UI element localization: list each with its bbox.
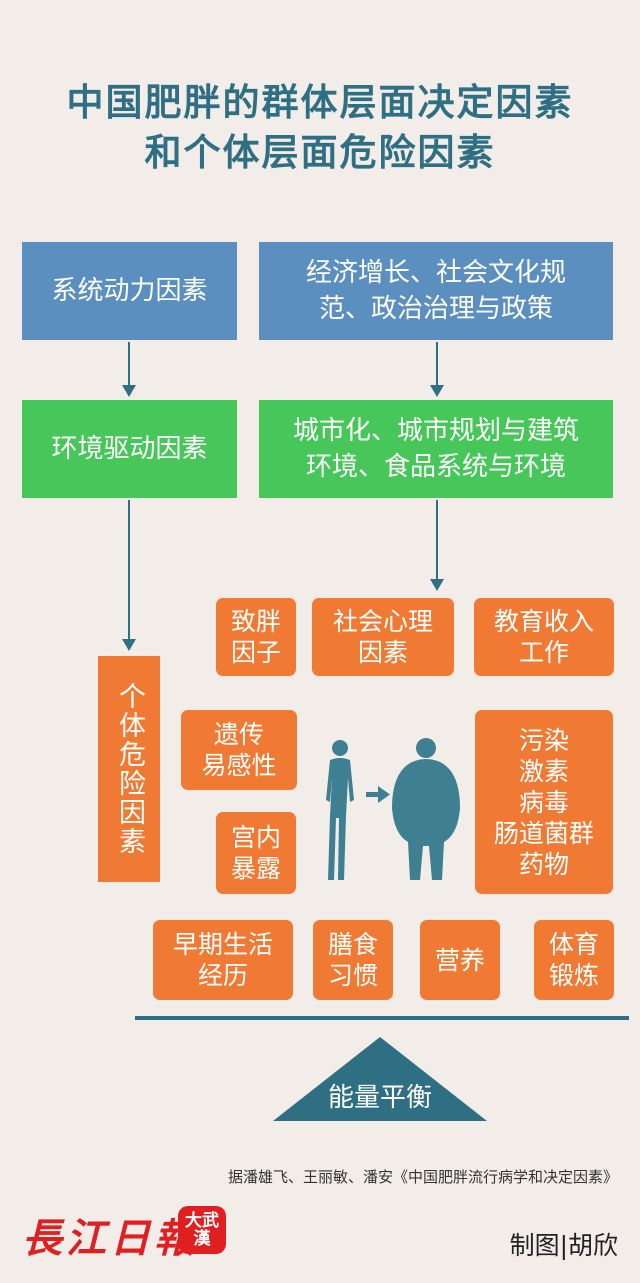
factor-genetic: 遗传 易感性 [181,710,297,790]
balance-beam [135,1016,629,1020]
factor-pollution-line-5: 药物 [518,849,569,879]
title-line-2: 和个体层面危险因素 [144,131,496,174]
systemic-detail-line-1: 经济增长、社会文化规 [305,258,566,288]
energy-balance-label: 能量平衡 [327,1083,432,1113]
factor-pollution-line-2: 激素 [518,756,569,786]
systemic-factor-label: 系统动力因素 [51,276,208,306]
factor-early-life: 早期生活 经历 [153,920,293,1000]
arrow-down-left-1 [122,342,136,397]
factor-uterine-line-1: 宫内 [230,823,281,852]
logo-badge-icon: 大武漢 [178,1206,226,1254]
factor-obesogen-line-1: 致胖 [230,607,281,636]
factor-obesogen: 致胖 因子 [216,598,296,676]
obese-person-icon [392,738,460,880]
factor-exercise-line-2: 锻炼 [548,961,599,990]
factor-pollution-line-4: 肠道菌群 [493,818,594,848]
factor-genetic-line-2: 易感性 [201,751,277,780]
factor-pollution-line-3: 病毒 [518,787,569,817]
newspaper-logo: 長江日報 [22,1215,198,1262]
factor-diet-line-1: 膳食 [327,930,378,959]
credit-text: 制图|胡欣 [509,1231,618,1260]
factor-pollution: 污染 激素 病毒 肠道菌群 药物 [475,710,613,894]
factor-education-line-1: 教育收入 [493,607,594,636]
environment-detail-line-2: 环境、食品系统与环境 [305,452,566,482]
factor-diet: 膳食 习惯 [313,920,393,1000]
factor-education: 教育收入 工作 [474,598,614,676]
factor-education-line-2: 工作 [518,638,569,667]
page-title: 中国肥胖的群体层面决定因素 和个体层面危险因素 [0,78,640,178]
factor-psychosocial-line-1: 社会心理 [332,607,433,636]
environment-detail-box: 城市化、城市规划与建筑 环境、食品系统与环境 [259,400,613,498]
systemic-detail-box: 经济增长、社会文化规 范、政治治理与政策 [259,242,613,340]
factor-exercise: 体育 锻炼 [534,920,614,1000]
arrow-down-right-2 [430,500,444,591]
factor-psychosocial-line-2: 因素 [357,638,408,667]
factor-early-life-line-1: 早期生活 [172,930,273,959]
source-citation: 据潘雄飞、王丽敏、潘安《中国肥胖流行病学和决定因素》 [227,1168,618,1186]
environment-factor-label: 环境驱动因素 [51,434,208,464]
factor-obesogen-line-2: 因子 [230,638,281,667]
body-shape-illustration [326,738,460,880]
arrow-down-left-2 [122,500,136,651]
thin-person-icon [326,740,354,880]
factor-uterine-line-2: 暴露 [230,854,281,883]
factor-nutrition-label: 营养 [434,945,485,975]
factor-diet-line-2: 习惯 [327,961,378,990]
arrow-right-icon [366,786,390,803]
factor-psychosocial: 社会心理 因素 [312,598,454,676]
factor-genetic-line-1: 遗传 [213,720,264,749]
balance-triangle [273,1037,487,1121]
individual-risk-label: 个体危险因素 [114,682,145,856]
systemic-detail-line-2: 范、政治治理与政策 [318,294,553,324]
arrow-down-right-1 [430,342,444,397]
factor-pollution-line-1: 污染 [518,725,569,755]
systemic-factor-box: 系统动力因素 [22,242,237,340]
factor-exercise-line-1: 体育 [548,930,599,959]
individual-risk-box: 个体危险因素 [98,656,160,882]
environment-detail-line-1: 城市化、城市规划与建筑 [292,416,579,446]
factor-early-life-line-2: 经历 [197,961,248,990]
title-line-1: 中国肥胖的群体层面决定因素 [66,81,574,124]
factor-nutrition: 营养 [420,920,500,1000]
factor-uterine: 宫内 暴露 [216,812,296,894]
environment-factor-box: 环境驱动因素 [22,400,237,498]
